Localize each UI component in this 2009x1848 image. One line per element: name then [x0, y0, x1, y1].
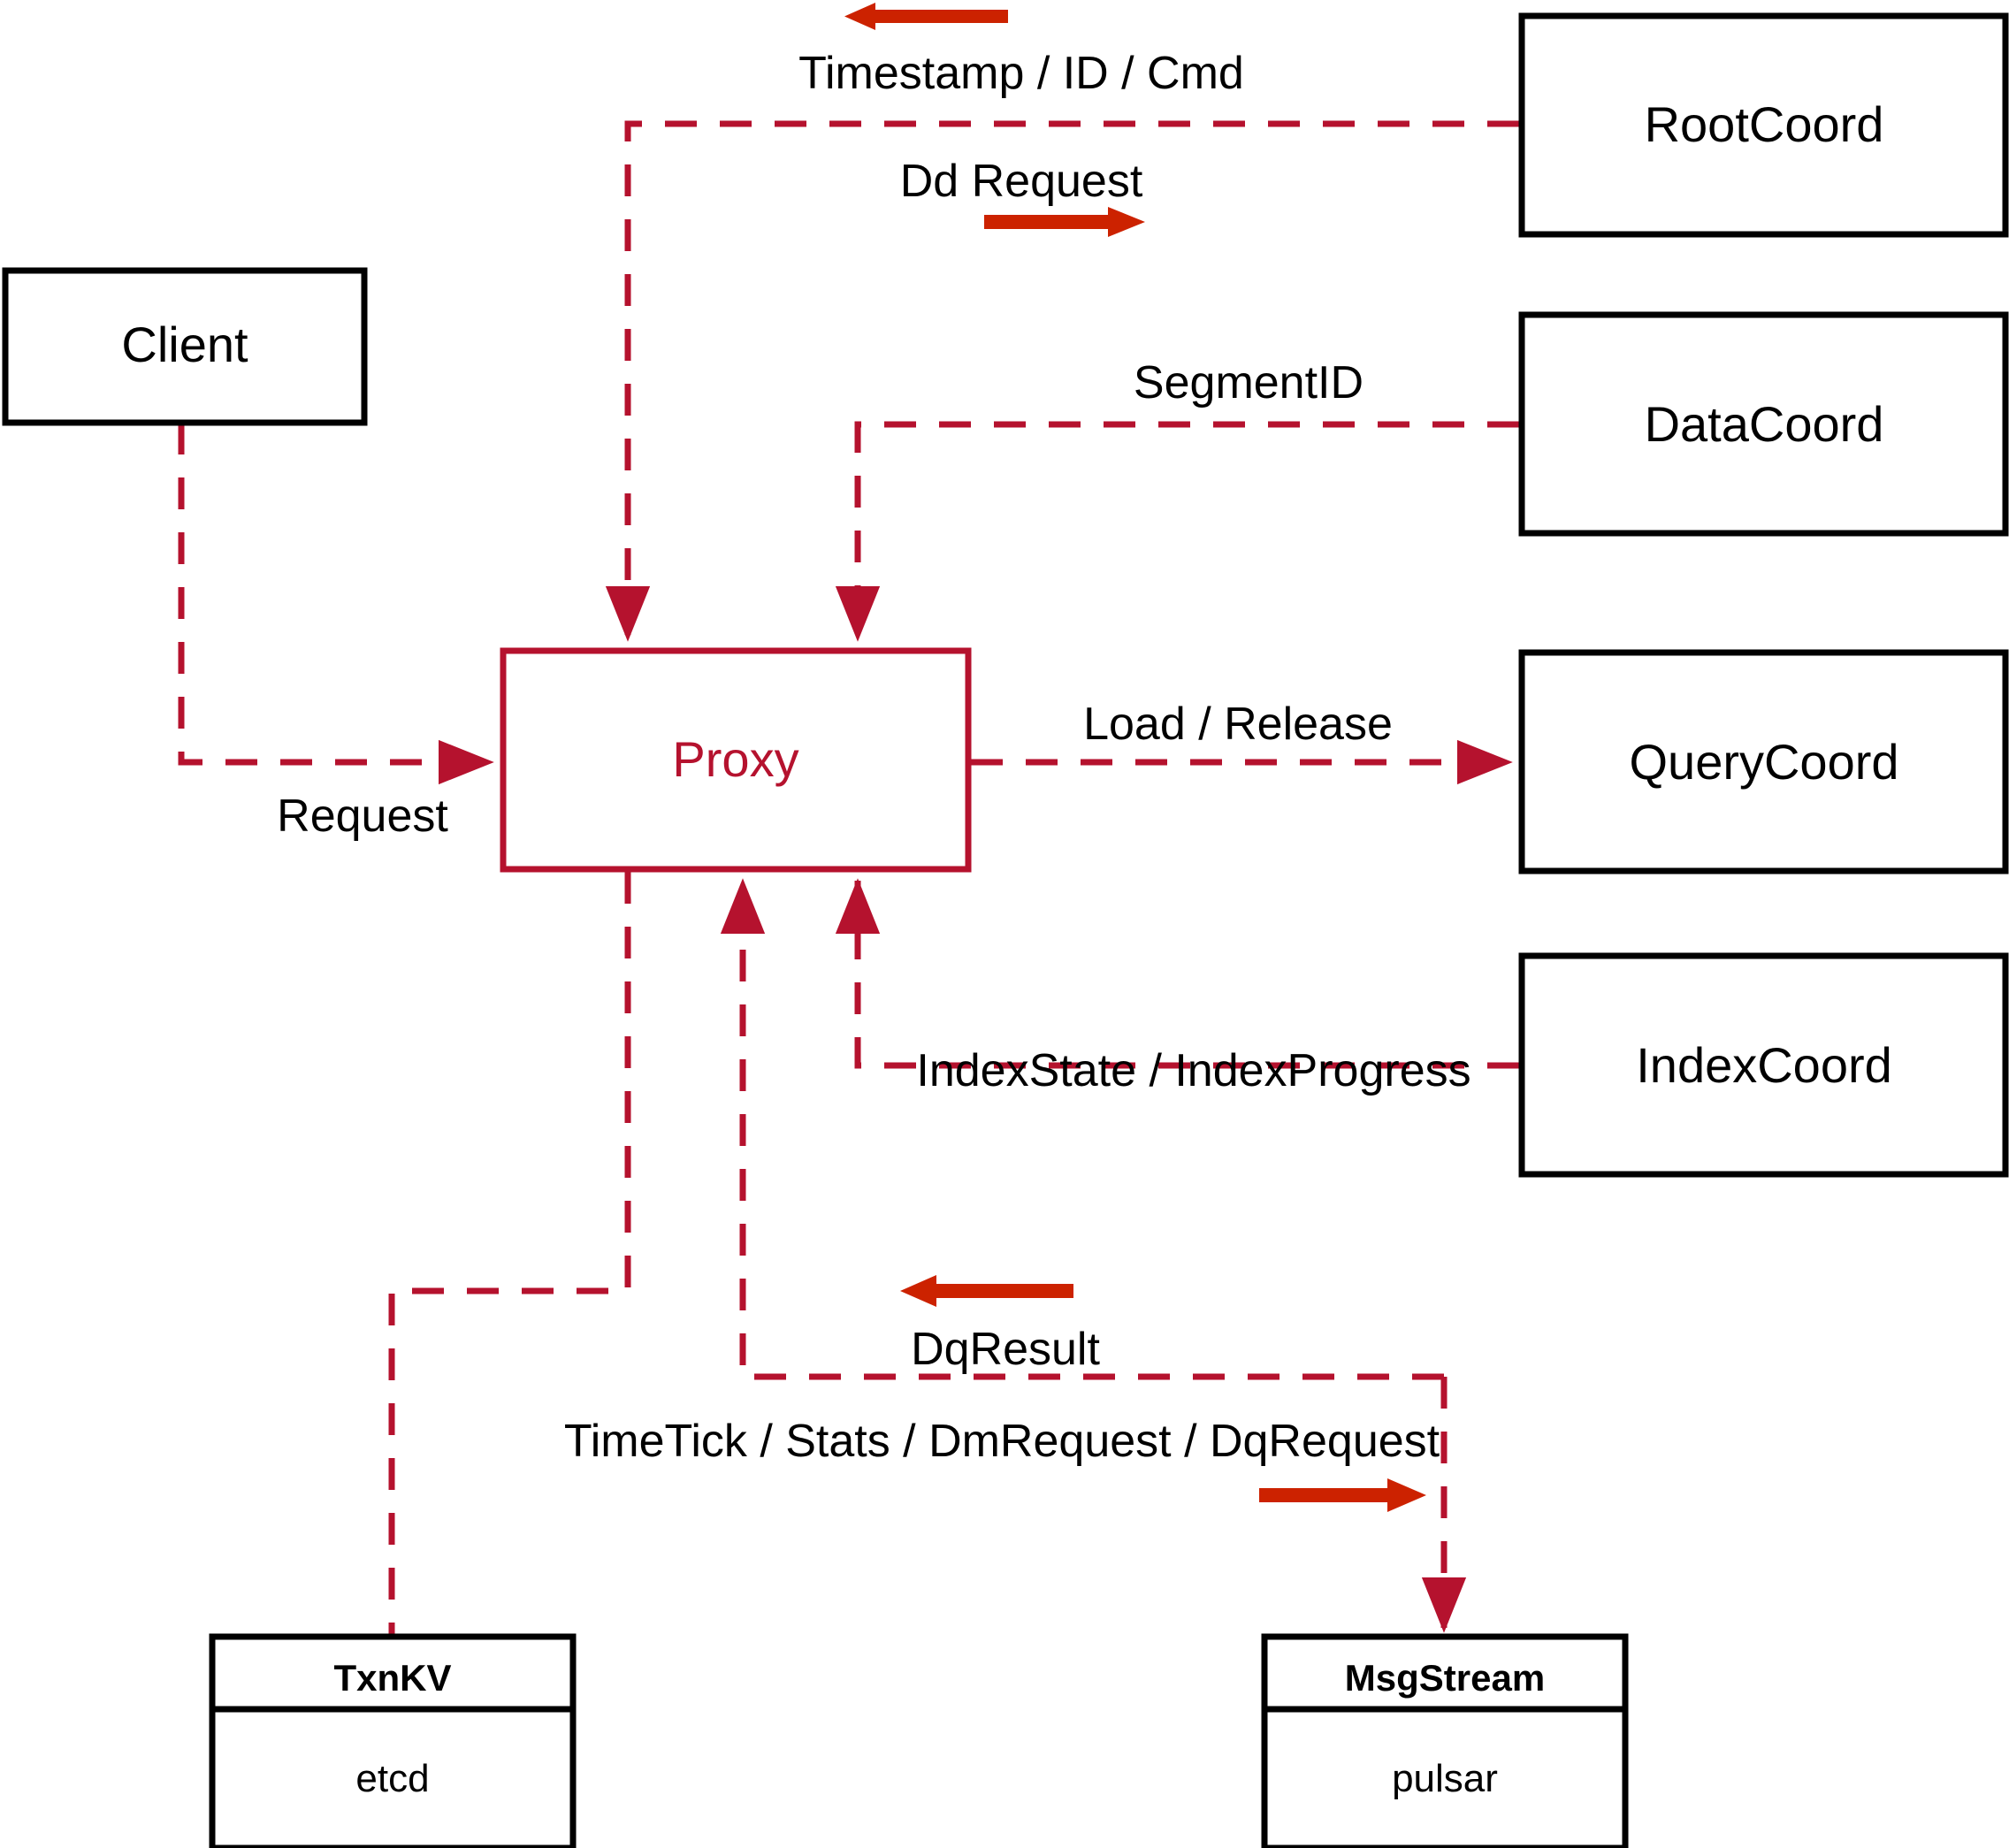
- node-client[interactable]: Client: [2, 267, 368, 426]
- edge-proxy-to-txnkv: [388, 872, 631, 1634]
- node-txnkv-subtitle: etcd: [355, 1757, 429, 1800]
- direction-arrow-right-stream: [1259, 1478, 1426, 1512]
- edge-label-segment-id: SegmentID: [1134, 357, 1364, 409]
- node-msgstream-subtitle: pulsar: [1392, 1757, 1498, 1800]
- edge-msgstream-to-proxy: [720, 878, 1444, 1380]
- node-proxy[interactable]: Proxy: [500, 647, 972, 873]
- node-querycoord-label: QueryCoord: [1629, 734, 1898, 790]
- node-msgstream[interactable]: MsgStream pulsar: [1261, 1633, 1629, 1848]
- node-client-label: Client: [121, 317, 248, 372]
- node-rootcoord[interactable]: RootCoord: [1518, 12, 2009, 238]
- direction-arrow-group: [844, 3, 1426, 1512]
- edge-client-to-proxy: [178, 423, 494, 785]
- edge-label-dd-request: Dd Request: [900, 156, 1143, 207]
- edge-datacoord-to-proxy: [835, 421, 1519, 642]
- node-indexcoord[interactable]: IndexCoord: [1518, 952, 2009, 1178]
- node-proxy-label: Proxy: [672, 731, 798, 787]
- node-datacoord[interactable]: DataCoord: [1518, 311, 2009, 537]
- edge-label-request: Request: [277, 790, 448, 842]
- edge-label-timestamp-id-cmd: Timestamp / ID / Cmd: [798, 48, 1244, 99]
- direction-arrow-left-timestamp: [844, 3, 1008, 30]
- node-msgstream-title: MsgStream: [1345, 1657, 1545, 1699]
- edge-label-stream-requests: TimeTick / Stats / DmRequest / DqRequest: [564, 1416, 1440, 1467]
- node-txnkv[interactable]: TxnKV etcd: [209, 1633, 577, 1848]
- node-querycoord[interactable]: QueryCoord: [1518, 649, 2009, 874]
- connector-group: [178, 120, 1519, 1634]
- edge-indexcoord-to-proxy: [835, 878, 1519, 1069]
- edge-label-index-state-progress: IndexState / IndexProgress: [916, 1045, 1470, 1096]
- direction-arrow-left-dqresult: [900, 1275, 1073, 1307]
- node-rootcoord-label: RootCoord: [1645, 96, 1884, 152]
- node-indexcoord-label: IndexCoord: [1636, 1037, 1892, 1093]
- edge-rootcoord-to-proxy: [605, 120, 1519, 642]
- edge-label-load-release: Load / Release: [1083, 699, 1393, 750]
- edge-label-dqresult: DqResult: [911, 1324, 1100, 1375]
- node-txnkv-title: TxnKV: [333, 1657, 451, 1699]
- edge-label-group: Timestamp / ID / Cmd Dd Request SegmentI…: [277, 48, 1470, 1467]
- direction-arrow-right-dd-request: [984, 207, 1145, 237]
- node-datacoord-label: DataCoord: [1645, 396, 1884, 452]
